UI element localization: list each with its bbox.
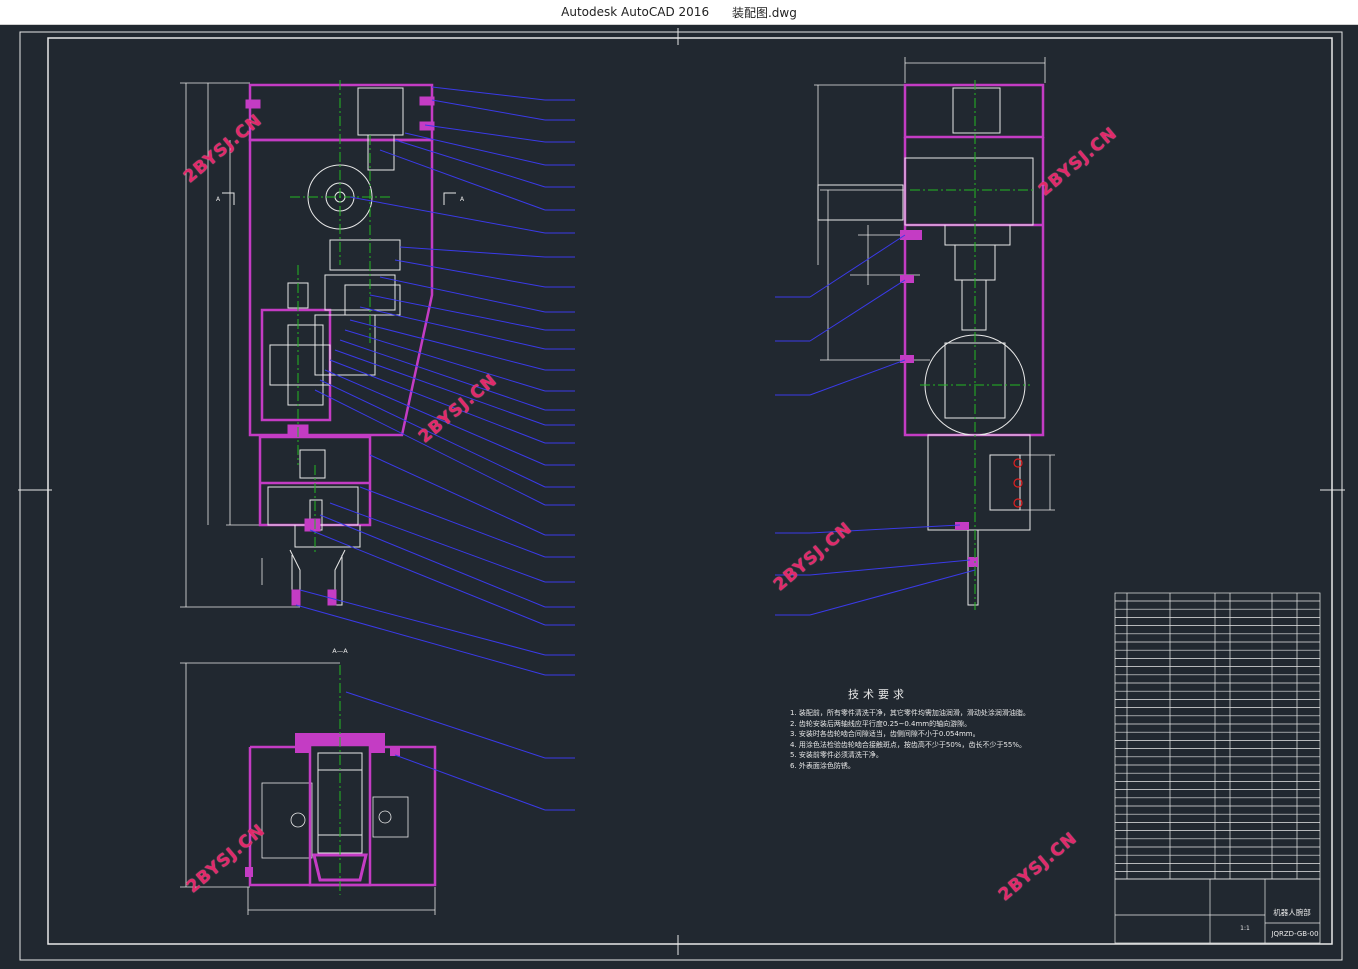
parts-list-table: [1114, 592, 1321, 944]
tech-requirements-title: 技术要求: [848, 688, 908, 701]
tech-item: 6. 外表面涂色防锈。: [790, 761, 855, 770]
leader-lines-left: [295, 86, 575, 676]
title-block-drawing-no: JQRZD-GB-00: [1270, 930, 1318, 938]
view-marker-right: A: [460, 196, 465, 203]
side-view: [775, 57, 1055, 616]
view-marker-left: A: [216, 196, 221, 203]
drawing-frame: [18, 28, 1345, 961]
front-view: [180, 80, 456, 608]
section-label: A—A: [332, 647, 348, 655]
tech-item: 3. 安装时各齿轮啮合间隙适当，齿侧间隙不小于0.054mm。: [790, 730, 980, 738]
app-title: Autodesk AutoCAD 2016: [561, 5, 710, 19]
tech-item: 2. 齿轮安装后两轴线应平行度0.25~0.4mm的轴向游隙。: [790, 719, 972, 728]
tech-item: 1. 装配前，所有零件清洗干净，其它零件均需加油润滑，滑动处涂润滑油脂。: [790, 709, 1030, 717]
window-title-bar: Autodesk AutoCAD 2016 装配图.dwg: [0, 0, 1358, 25]
tech-item: 4. 用涂色法检验齿轮啮合接触斑点，按齿高不少于50%，齿长不少于55%。: [790, 740, 1027, 749]
title-block-name: 机器人腕部: [1273, 907, 1311, 917]
tech-item: 5. 安装前零件必须清洗干净。: [790, 751, 883, 759]
file-name: 装配图.dwg: [731, 5, 797, 20]
drawing-canvas[interactable]: 机器人腕部 JQRZD-GB-00 1:1 A—A A A: [0, 25, 1358, 969]
title-block-scale: 1:1: [1240, 925, 1250, 932]
tech-requirements-list: 1. 装配前，所有零件清洗干净，其它零件均需加油润滑，滑动处涂润滑油脂。 2. …: [790, 708, 1040, 771]
section-view-a-a: [180, 662, 575, 915]
